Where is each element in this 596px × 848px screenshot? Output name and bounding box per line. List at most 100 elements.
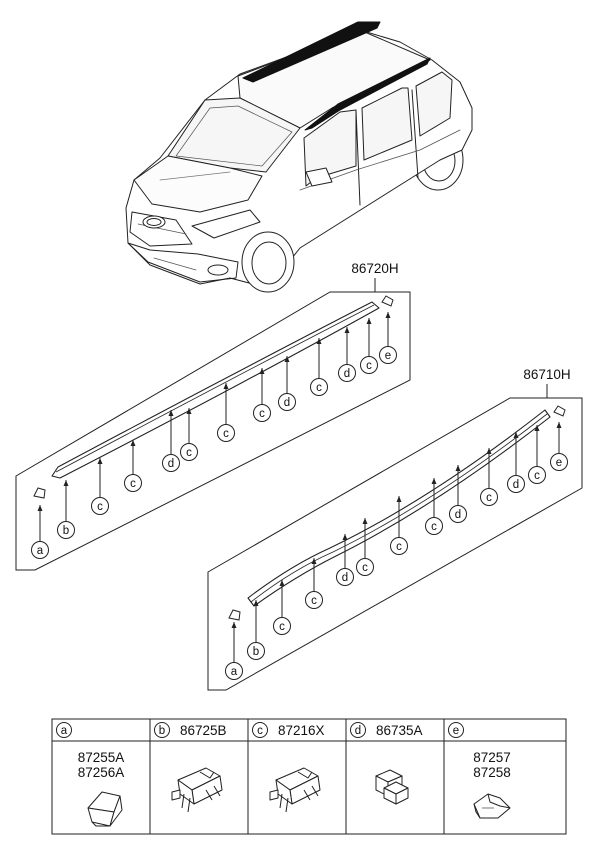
callout-left-c: c bbox=[124, 440, 142, 492]
callout-circle bbox=[180, 443, 198, 461]
callout-left-d: d bbox=[278, 356, 296, 411]
callout-circle bbox=[390, 537, 408, 555]
callout-letter: e bbox=[385, 350, 391, 362]
table-header-e: e bbox=[448, 722, 464, 738]
callout-circle bbox=[336, 568, 354, 586]
callout-letter: c bbox=[396, 541, 402, 553]
arrowhead bbox=[253, 600, 259, 606]
callout-right-d: d bbox=[507, 432, 525, 493]
arrowhead bbox=[534, 425, 540, 431]
table-header-d: d 86735A bbox=[350, 722, 423, 738]
arrowhead bbox=[259, 368, 265, 374]
callout-circle bbox=[338, 364, 356, 382]
callout-letter: b bbox=[63, 525, 69, 537]
part-e-drawing bbox=[473, 793, 511, 819]
table-header-c: c 87216X bbox=[252, 722, 325, 738]
callout-circle bbox=[449, 505, 467, 523]
callout-right-c: c bbox=[528, 425, 546, 484]
end-cap-a-right bbox=[228, 609, 241, 621]
callout-letter: c bbox=[130, 478, 136, 490]
callout-letter: e bbox=[556, 457, 562, 469]
assembly-part-number-right: 86710H bbox=[523, 367, 570, 382]
callout-right-d: d bbox=[449, 465, 467, 523]
table-header-b: b 86725B bbox=[154, 722, 227, 738]
svg-text:a: a bbox=[61, 725, 68, 737]
arrowhead bbox=[316, 338, 322, 344]
part-number-e-1: 87257 bbox=[473, 750, 511, 765]
part-d-drawing bbox=[375, 769, 409, 805]
part-number-a-2: 87256A bbox=[78, 765, 125, 780]
callout-letter: d bbox=[344, 368, 350, 380]
arrowhead bbox=[366, 318, 372, 324]
callout-letter: d bbox=[513, 479, 519, 491]
callout-left-c: c bbox=[360, 318, 378, 374]
callout-circle bbox=[379, 346, 397, 364]
callout-circle bbox=[247, 642, 265, 660]
assembly-frame-right bbox=[207, 397, 583, 691]
table-header-a: a bbox=[56, 722, 72, 738]
callout-circle bbox=[305, 591, 323, 609]
callout-letter: a bbox=[231, 666, 238, 678]
arrowhead bbox=[344, 327, 350, 333]
callout-circle bbox=[310, 378, 328, 396]
callout-letter: c bbox=[279, 621, 285, 633]
arrowhead bbox=[279, 580, 285, 586]
callout-letter: d bbox=[342, 572, 348, 584]
callout-letter: c bbox=[366, 360, 372, 372]
callout-letter: d bbox=[168, 458, 174, 470]
callout-letter: c bbox=[223, 428, 229, 440]
callout-circle bbox=[162, 454, 180, 472]
callout-letter: c bbox=[311, 595, 317, 607]
arrowhead bbox=[513, 432, 519, 438]
part-number-a-1: 87255A bbox=[78, 750, 125, 765]
assembly-part-number-left: 86720H bbox=[351, 261, 398, 276]
callout-right-c: c bbox=[390, 496, 408, 555]
callout-letter: d bbox=[455, 509, 461, 521]
svg-text:d: d bbox=[355, 725, 361, 737]
arrowhead bbox=[168, 410, 174, 416]
callout-letter: a bbox=[37, 545, 44, 557]
arrowhead bbox=[362, 518, 368, 524]
arrowhead bbox=[385, 312, 391, 318]
arrowhead bbox=[130, 440, 136, 446]
callout-circle bbox=[124, 474, 142, 492]
callout-circle bbox=[57, 521, 75, 539]
arrowhead bbox=[284, 356, 290, 362]
callout-right-c: c bbox=[305, 558, 323, 609]
end-cap-e-right bbox=[553, 405, 566, 417]
callout-letter: c bbox=[97, 501, 103, 513]
part-b-drawing bbox=[171, 767, 223, 813]
end-cap-a-left bbox=[33, 487, 46, 499]
callout-circle bbox=[356, 558, 374, 576]
callout-circle bbox=[217, 424, 235, 442]
roof-rail-left bbox=[51, 301, 380, 479]
arrowhead bbox=[396, 496, 402, 502]
callout-circle bbox=[253, 404, 271, 422]
arrowhead bbox=[455, 465, 461, 471]
car-illustration bbox=[125, 21, 473, 293]
svg-text:c: c bbox=[257, 725, 263, 737]
part-number-e-2: 87258 bbox=[473, 765, 511, 780]
arrowhead bbox=[223, 383, 229, 389]
callout-letter: c bbox=[316, 382, 322, 394]
assembly-frame-left bbox=[15, 291, 411, 571]
arrowhead bbox=[231, 622, 237, 628]
part-a-drawing bbox=[87, 791, 123, 827]
callout-left-e: e bbox=[379, 312, 397, 364]
arrowhead bbox=[431, 478, 437, 484]
arrowhead bbox=[556, 422, 562, 428]
arrowhead bbox=[63, 480, 69, 486]
callout-right-d: d bbox=[336, 534, 354, 586]
callout-letter: b bbox=[253, 646, 259, 658]
callout-right-b: b bbox=[247, 600, 265, 660]
roof-rail-right bbox=[247, 409, 551, 607]
callout-left-d: d bbox=[338, 327, 356, 382]
callout-letter: c bbox=[431, 521, 437, 533]
callout-left-d: d bbox=[162, 410, 180, 472]
callout-letter: d bbox=[284, 397, 290, 409]
callout-letter: c bbox=[362, 562, 368, 574]
callout-right-c: c bbox=[273, 580, 291, 635]
end-cap-e-left bbox=[381, 295, 394, 307]
